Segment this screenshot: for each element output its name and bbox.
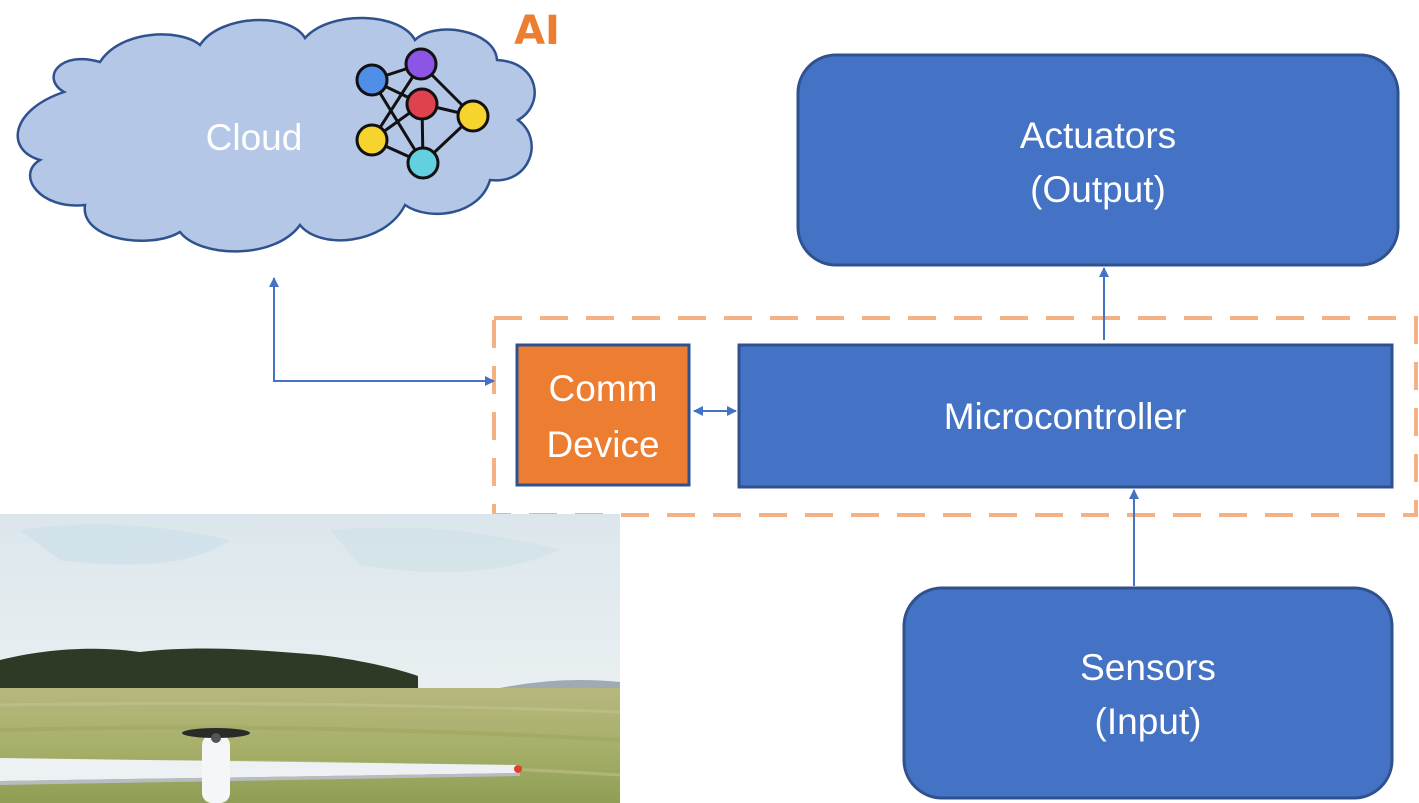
cloud-label: Cloud	[206, 117, 303, 158]
actuators-label-line2: (Output)	[1030, 169, 1166, 210]
sensors-label-line2: (Input)	[1095, 701, 1202, 742]
sensors-box	[902, 586, 1394, 800]
actuators-box	[796, 53, 1400, 267]
microcontroller-box	[737, 343, 1394, 489]
drone-aircraft	[0, 728, 522, 803]
comm-device-box	[515, 343, 691, 487]
neural-network-icon	[355, 47, 490, 180]
cloud-shape	[16, 16, 536, 253]
edge-device-group	[492, 316, 1418, 517]
sensors-label-line1: Sensors	[1080, 647, 1216, 688]
comm-device-label-line1: Comm	[549, 368, 658, 409]
drone-photo	[0, 514, 621, 803]
actuators-label-line1: Actuators	[1020, 115, 1176, 156]
microcontroller-label: Microcontroller	[944, 396, 1187, 437]
ai-label: AI	[514, 8, 560, 54]
comm-device-label-line2: Device	[546, 424, 659, 465]
cloud-comm-connector	[269, 277, 495, 386]
